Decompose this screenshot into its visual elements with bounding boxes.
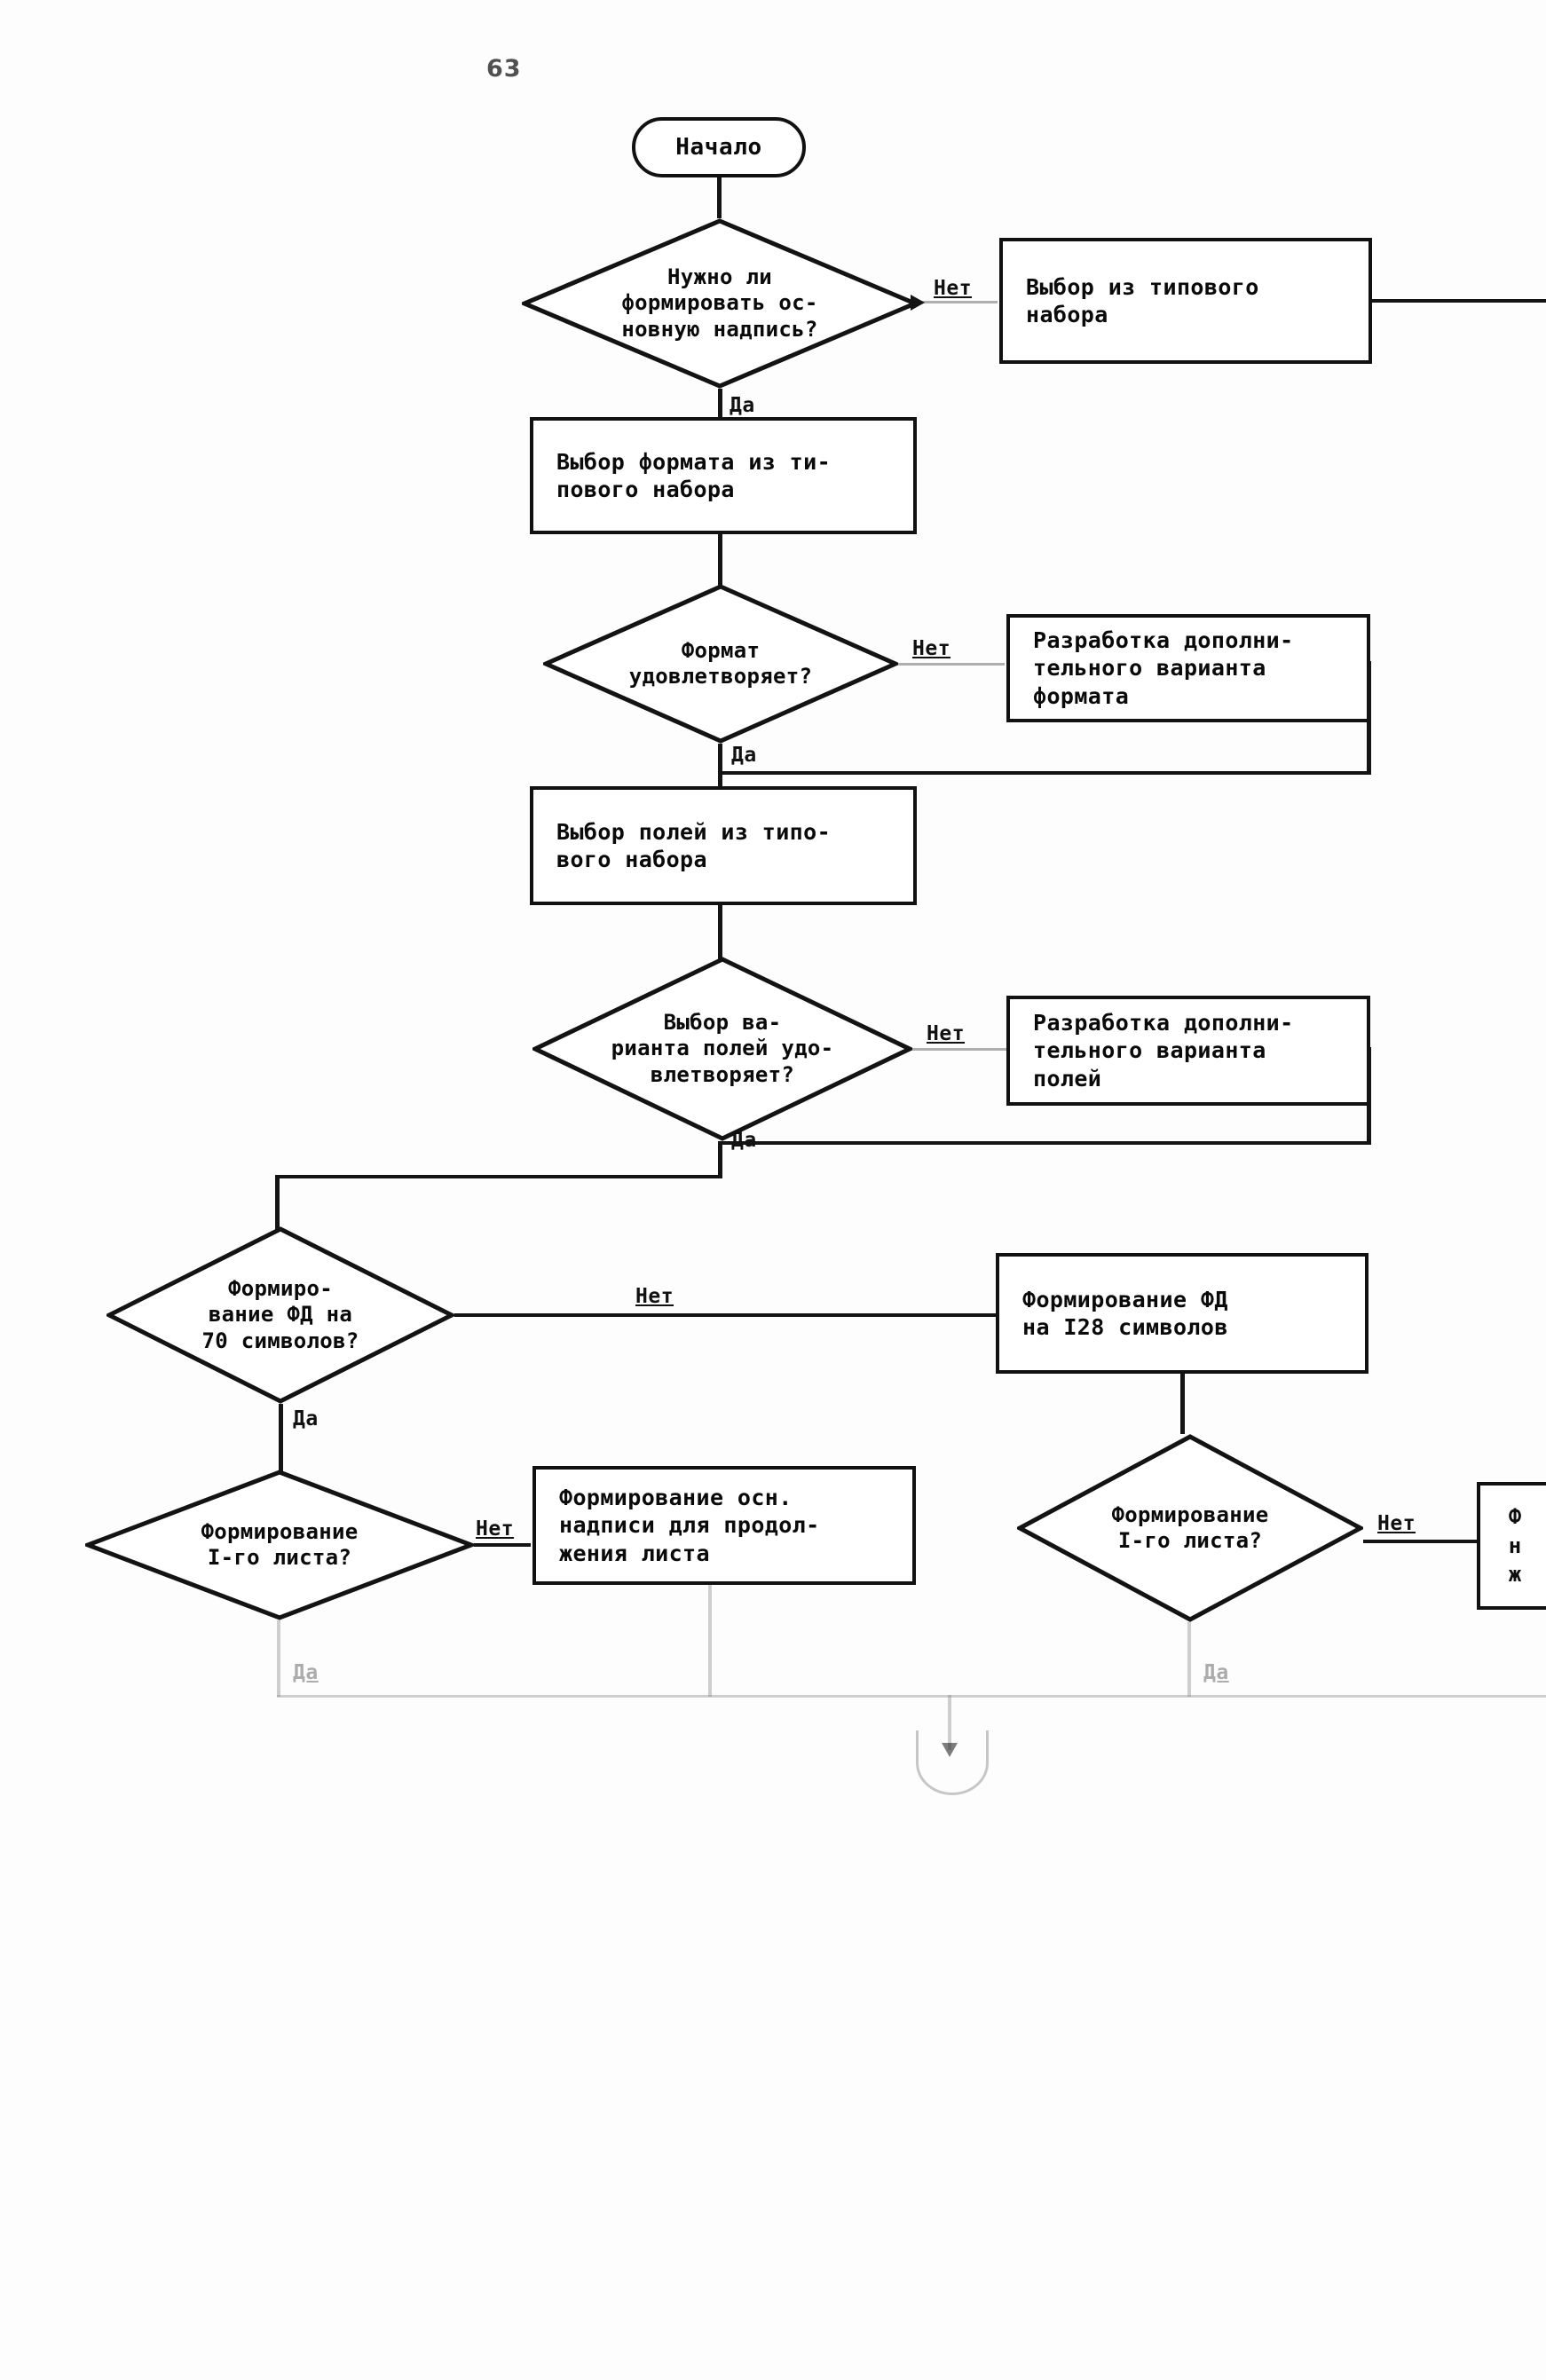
node-select-fields-from-typeset: Выбор полей из типо- вого набора	[530, 786, 917, 905]
edge-d4-no-line	[454, 1313, 996, 1317]
edge-d1-no-arrowhead	[911, 295, 925, 311]
edge-d3-yes-down	[718, 1141, 722, 1178]
node-decision-main-inscription-label: Нужно ли формировать ос- новную надпись?	[621, 264, 818, 342]
edge-fieldvar-down-right	[1367, 1047, 1371, 1145]
edge-d2-no-line	[898, 663, 1005, 666]
node-develop-format-variant-label: Разработка дополни- тельного варианта фо…	[1033, 627, 1294, 709]
node-select-format-label: Выбор формата из ти- пового набора	[556, 448, 832, 503]
node-start: Начало	[632, 117, 806, 177]
node-decision-format-ok: Формат удовлетворяет?	[543, 584, 898, 744]
node-develop-fields-variant-label: Разработка дополни- тельного варианта по…	[1033, 1009, 1294, 1091]
edge-d6-yes-down	[1187, 1622, 1191, 1697]
node-develop-format-variant: Разработка дополни- тельного варианта фо…	[1006, 614, 1370, 722]
node-decision-first-sheet-right-label: Формирование I-го листа?	[1111, 1501, 1269, 1553]
diamond-outline	[1017, 1434, 1363, 1622]
edge-d2-yes-line	[718, 744, 722, 788]
node-select-fields-label: Выбор полей из типо- вого набора	[556, 818, 832, 873]
node-select-format-from-typeset: Выбор формата из ти- пового набора	[530, 417, 917, 534]
node-decision-main-inscription: Нужно ли формировать ос- новную надпись?	[522, 218, 918, 389]
edge-label-d5-no: Нет	[476, 1517, 515, 1541]
edge-d6-no-line	[1363, 1540, 1477, 1543]
edge-label-d3-yes: Да	[731, 1129, 757, 1152]
edge-d3-no-line	[912, 1048, 1006, 1051]
offpage-connector-icon	[916, 1730, 989, 1795]
edge-label-d5-yes: Да	[293, 1661, 319, 1684]
node-decision-first-sheet-left: Формирование I-го листа?	[85, 1470, 474, 1620]
edge-label-d1-no: Нет	[934, 277, 973, 300]
node-decision-fd-70-symbols-label: Формиро- вание ФД на 70 символов?	[201, 1276, 359, 1353]
edge-start-to-d1	[717, 177, 722, 218]
diamond-outline	[543, 584, 898, 744]
edge-d1-no-line	[918, 301, 998, 303]
diamond-outline	[532, 957, 912, 1141]
edge-label-d4-yes: Да	[293, 1407, 319, 1430]
offpage-connector-arrowhead	[942, 1743, 958, 1757]
edge-label-d6-yes: Да	[1203, 1661, 1229, 1684]
page-number: 63	[486, 55, 522, 83]
diamond-outline	[522, 218, 918, 389]
edge-typeset-out	[1372, 299, 1546, 303]
node-decision-fd-70-symbols: Формиро- вание ФД на 70 символов?	[106, 1226, 454, 1404]
edge-bottom-to-connector	[948, 1695, 951, 1750]
diamond-outline	[85, 1470, 474, 1620]
node-develop-fields-variant: Разработка дополни- тельного варианта по…	[1006, 996, 1370, 1106]
node-decision-first-sheet-right: Формирование I-го листа?	[1017, 1434, 1363, 1622]
node-select-from-typeset-label: Выбор из типового набора	[1026, 273, 1259, 328]
edge-fieldvar-back-left	[722, 1141, 1370, 1145]
node-decision-fields-variant-ok: Выбор ва- рианта полей удо- влетворяет?	[532, 957, 912, 1141]
edge-fd128-to-d6	[1180, 1374, 1185, 1434]
edge-d3-yes-left	[275, 1175, 722, 1178]
diamond-outline	[106, 1226, 454, 1404]
edge-d5-yes-down	[277, 1620, 280, 1697]
edge-formatvar-down-right	[1367, 661, 1371, 775]
edge-bottom-collector	[277, 1695, 1546, 1698]
node-decision-fields-variant-ok-label: Выбор ва- рианта полей удо- влетворяет?	[611, 1010, 834, 1087]
node-clipped-right-edge: Ф н ж	[1477, 1482, 1546, 1610]
edge-label-d6-no: Нет	[1377, 1512, 1416, 1535]
edge-label-d2-yes: Да	[731, 744, 757, 767]
edge-label-d1-yes: Да	[730, 394, 755, 417]
edge-label-d2-no: Нет	[912, 637, 951, 660]
edge-label-d3-no: Нет	[927, 1022, 966, 1045]
node-form-inscription-continuation-label: Формирование осн. надписи для продол- же…	[559, 1484, 820, 1566]
node-decision-format-ok-label: Формат удовлетворяет?	[628, 637, 813, 689]
edge-label-d4-no: Нет	[635, 1285, 674, 1308]
node-clipped-right-edge-label: Ф н ж	[1508, 1504, 1522, 1588]
node-form-fd-128-symbols: Формирование ФД на I28 символов	[996, 1253, 1369, 1374]
node-decision-first-sheet-left-label: Формирование I-го листа?	[201, 1518, 359, 1570]
edge-format-to-d2	[718, 534, 722, 586]
node-select-from-typeset: Выбор из типового набора	[999, 238, 1372, 364]
node-start-label: Начало	[675, 134, 762, 161]
edge-fields-to-d3	[718, 905, 722, 960]
node-form-fd-128-label: Формирование ФД на I28 символов	[1022, 1286, 1228, 1341]
edge-d5-no-line	[474, 1543, 531, 1547]
edge-d3-yes-to-d4	[275, 1175, 280, 1230]
edge-continuation-down	[708, 1585, 712, 1697]
node-form-inscription-continuation: Формирование осн. надписи для продол- же…	[532, 1466, 916, 1585]
edge-formatvar-back-left	[721, 771, 1370, 775]
edge-d4-yes-line	[279, 1404, 283, 1477]
